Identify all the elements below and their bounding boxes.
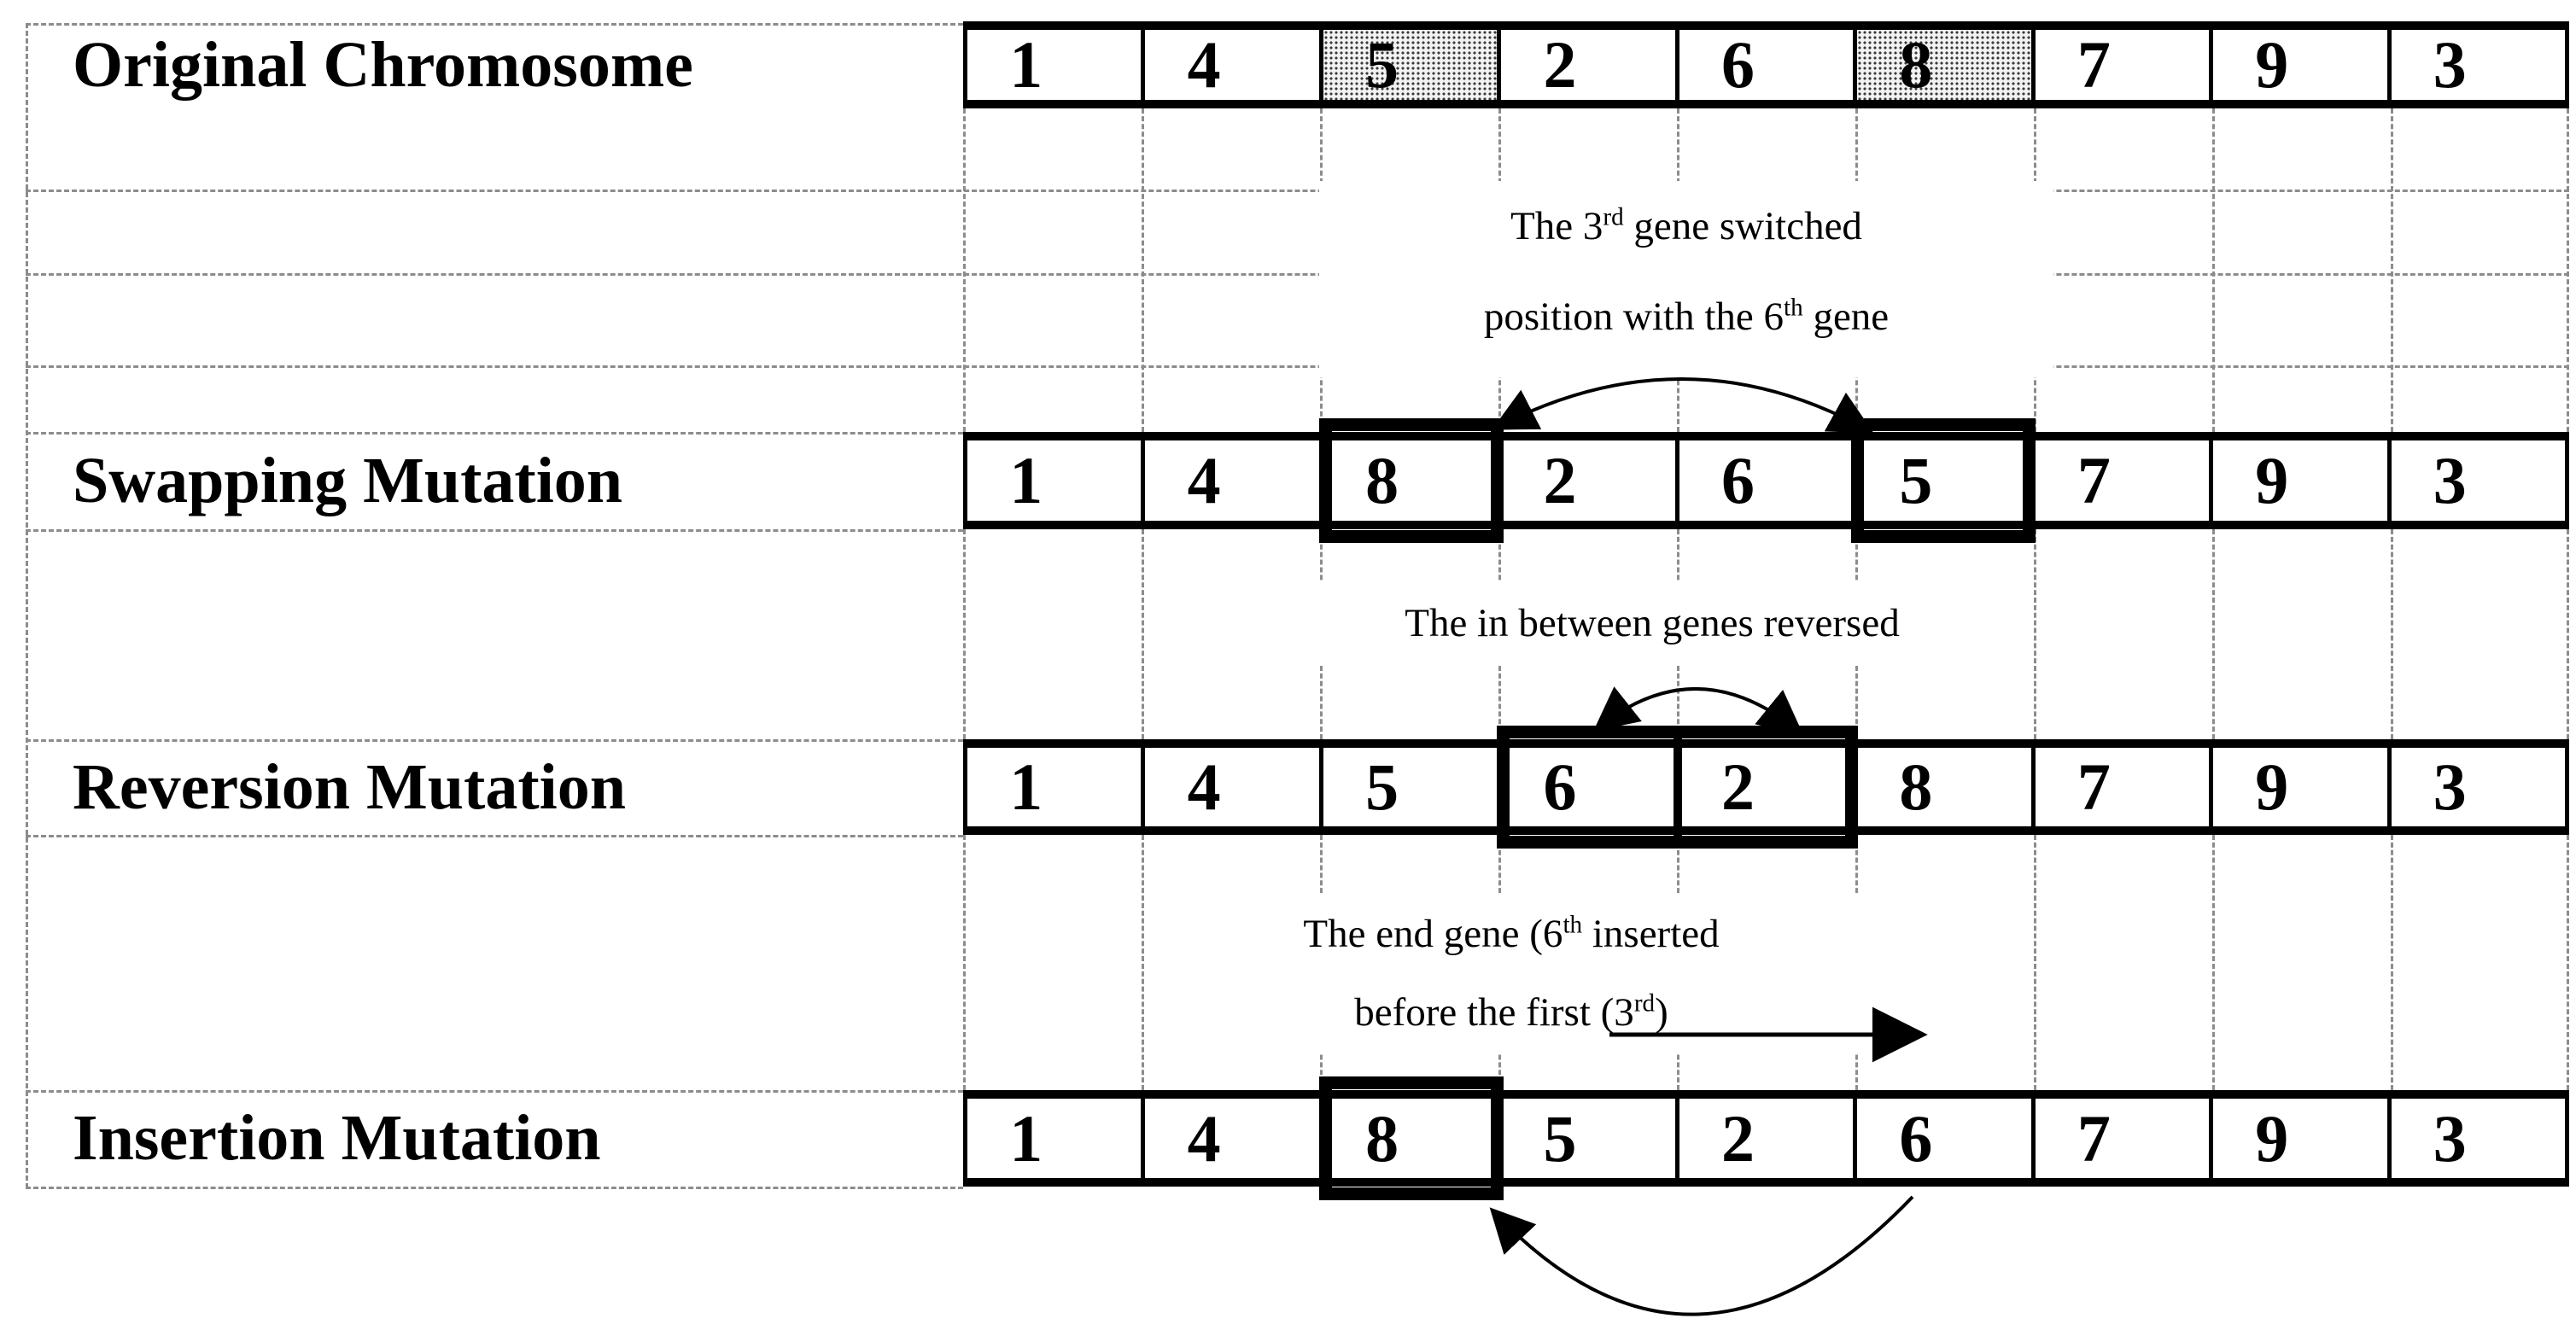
reversion-arc-arrow bbox=[1592, 686, 1804, 735]
grid-line bbox=[2212, 529, 2215, 739]
grid-line bbox=[26, 365, 2569, 368]
insertion-annotation-line1: The end gene (6th inserted bbox=[1303, 911, 1720, 956]
grid-line bbox=[26, 23, 28, 1188]
row-label-reversion-mutation: Reversion Mutation bbox=[73, 750, 627, 823]
grid-line bbox=[2391, 108, 2393, 432]
grid-line bbox=[2212, 835, 2215, 1090]
gene-cell: 2 bbox=[1497, 30, 1674, 100]
grid-line bbox=[26, 23, 963, 26]
gene-cell: 4 bbox=[1141, 748, 1318, 826]
grid-line bbox=[2034, 529, 2036, 739]
gene-cell: 6 bbox=[1853, 1099, 2030, 1178]
grid-line bbox=[26, 529, 963, 532]
gene-cell: 4 bbox=[1141, 440, 1318, 521]
gene-cell: 4 bbox=[1141, 1099, 1318, 1178]
grid-line bbox=[26, 1090, 963, 1093]
grid-line bbox=[2391, 529, 2393, 739]
gene-strip-original: 1 4 5 2 6 8 7 9 3 bbox=[963, 21, 2569, 108]
grid-line bbox=[26, 835, 963, 837]
insertion-annotation: The end gene (6th inserted before the fi… bbox=[1161, 895, 1861, 1053]
grid-line bbox=[2034, 835, 2036, 1090]
grid-line bbox=[26, 273, 2569, 276]
grid-line bbox=[26, 432, 963, 435]
gene-cell: 1 bbox=[1009, 1100, 1043, 1175]
grid-line bbox=[1142, 835, 1144, 1090]
grid-line bbox=[963, 835, 966, 1090]
gene-cell-shaded: 8 bbox=[1853, 30, 2031, 100]
gene-cell: 7 bbox=[2030, 30, 2209, 100]
gene-cell: 5 bbox=[1497, 1099, 1674, 1178]
gene-cell: 2 bbox=[1674, 1099, 1853, 1178]
insertion-highlight-box bbox=[1318, 1076, 1504, 1200]
gene-cell: 9 bbox=[2209, 1099, 2386, 1178]
gene-cell: 2 bbox=[1497, 440, 1674, 521]
gene-cell: 9 bbox=[2209, 30, 2386, 100]
grid-line bbox=[1142, 108, 1144, 432]
grid-line bbox=[2567, 529, 2569, 739]
swap-highlight-box-right bbox=[1851, 418, 2036, 543]
swap-annotation: The 3rd gene switched position with the … bbox=[1319, 181, 2053, 377]
reversion-box-divider bbox=[1673, 738, 1682, 836]
gene-cell: 3 bbox=[2386, 1099, 2565, 1178]
swap-annotation-line2: position with the 6th gene bbox=[1483, 294, 1890, 339]
grid-line bbox=[2567, 835, 2569, 1090]
reversion-annotation-line: The in between genes reversed bbox=[1405, 601, 1900, 645]
gene-cell: 3 bbox=[2386, 748, 2565, 826]
gene-cell: 5 bbox=[1318, 748, 1497, 826]
gene-cell: 7 bbox=[2030, 440, 2209, 521]
gene-cell: 1 bbox=[1009, 27, 1043, 102]
gene-strip-swapping: 1 4 8 2 6 5 7 9 3 bbox=[963, 418, 2569, 543]
gene-cell: 7 bbox=[2030, 748, 2209, 826]
grid-line bbox=[963, 529, 966, 739]
row-label-original-chromosome: Original Chromosome bbox=[73, 28, 693, 101]
gene-cell: 9 bbox=[2209, 748, 2386, 826]
gene-cell-shaded: 5 bbox=[1318, 30, 1498, 100]
grid-line bbox=[2567, 108, 2569, 432]
grid-line bbox=[2212, 108, 2215, 432]
gene-cell: 6 bbox=[1674, 440, 1853, 521]
gene-cell: 9 bbox=[2209, 440, 2386, 521]
row-label-swapping-mutation: Swapping Mutation bbox=[73, 444, 623, 516]
insertion-annotation-line2: before the first (3rd) bbox=[1354, 989, 1668, 1035]
gene-cell: 4 bbox=[1141, 30, 1318, 100]
gene-cell: 3 bbox=[2386, 30, 2565, 100]
gene-strip-reversion: 1 4 5 6 2 8 7 9 3 bbox=[963, 726, 2569, 849]
grid-line bbox=[26, 1187, 963, 1189]
swap-highlight-box-left bbox=[1318, 418, 1504, 543]
gene-cell: 6 bbox=[1674, 30, 1853, 100]
grid-line bbox=[2391, 835, 2393, 1090]
grid-line bbox=[26, 739, 963, 742]
swap-annotation-line1: The 3rd gene switched bbox=[1510, 203, 1862, 248]
grid-line bbox=[963, 108, 966, 432]
grid-line bbox=[26, 190, 2569, 192]
swap-arc-arrow bbox=[1492, 377, 1874, 434]
gene-cell: 1 bbox=[1009, 750, 1043, 824]
gene-strip-insertion: 1 4 8 5 2 6 7 9 3 bbox=[963, 1076, 2569, 1200]
row-label-insertion-mutation: Insertion Mutation bbox=[73, 1102, 601, 1174]
reversion-annotation: The in between genes reversed bbox=[1319, 580, 1985, 666]
gene-cell: 8 bbox=[1853, 748, 2030, 826]
grid-line bbox=[1142, 529, 1144, 739]
gene-cell: 3 bbox=[2386, 440, 2565, 521]
insertion-arc-arrow bbox=[1489, 1195, 1914, 1316]
gene-cell: 1 bbox=[1009, 443, 1043, 517]
reversion-highlight-box bbox=[1496, 726, 1859, 849]
gene-cell: 7 bbox=[2030, 1099, 2209, 1178]
